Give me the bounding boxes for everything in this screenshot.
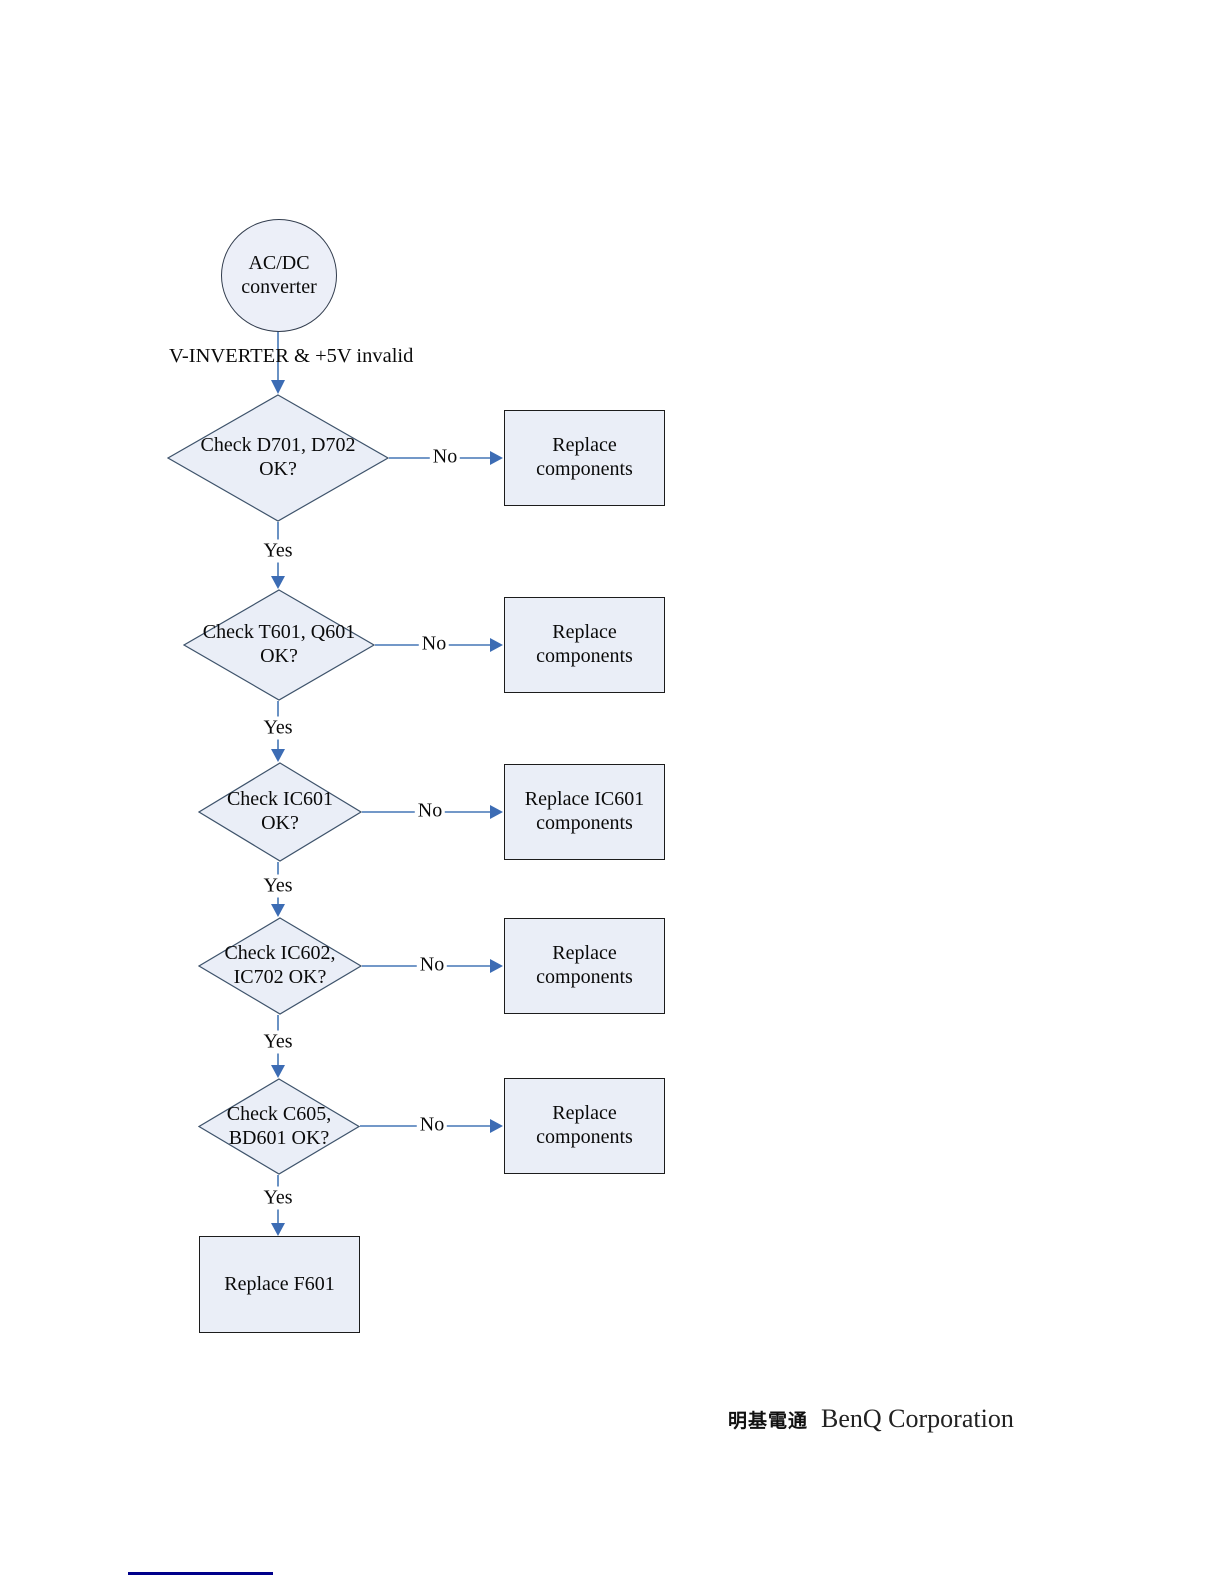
action-replace-components-1: Replace components: [504, 410, 665, 506]
action-label: Replace components: [536, 942, 633, 988]
start-node-label: AC/DC converter: [222, 220, 336, 331]
yes-label-4: Yes: [260, 1030, 296, 1054]
decision-label: Check C605, BD601 OK?: [226, 1102, 332, 1149]
yes-label-2: Yes: [260, 716, 296, 740]
no-label-4: No: [416, 953, 448, 977]
start-node: AC/DC converter: [221, 219, 337, 332]
action-label: Replace components: [536, 434, 633, 480]
decision-check-c605-bd601: Check C605, BD601 OK?: [198, 1078, 360, 1175]
start-line-2: converter: [241, 275, 317, 298]
yes-label-3: Yes: [260, 874, 296, 898]
start-line-1: AC/DC: [248, 251, 310, 274]
final-action-label: Replace F601: [224, 1272, 335, 1295]
decision-check-ic602-ic702: Check IC602, IC702 OK?: [198, 917, 362, 1015]
action-replace-ic601: Replace IC601 components: [504, 764, 665, 860]
decision-label: Check IC602, IC702 OK?: [224, 942, 336, 988]
no-label-2: No: [418, 632, 450, 656]
action-replace-components-2: Replace components: [504, 597, 665, 693]
decision-label: Check IC601 OK?: [226, 788, 334, 834]
final-action-replace-f601: Replace F601: [199, 1236, 360, 1333]
benq-logo: 明基電通 BenQ Corporation: [728, 1404, 1014, 1434]
no-label-3: No: [414, 799, 446, 823]
no-label-1: No: [429, 445, 461, 469]
entry-condition-label: V-INVERTER & +5V invalid: [169, 345, 414, 367]
decision-label: Check D701, D702 OK?: [200, 434, 356, 480]
action-replace-components-4: Replace components: [504, 918, 665, 1014]
yes-label-1: Yes: [260, 539, 296, 563]
footer-underline: [128, 1572, 273, 1575]
decision-label: Check T601, Q601 OK?: [202, 621, 356, 667]
action-label: Replace components: [536, 1102, 633, 1148]
yes-label-5: Yes: [260, 1186, 296, 1210]
no-label-5: No: [416, 1113, 448, 1137]
action-label: Replace components: [536, 621, 633, 667]
decision-check-d701-d702: Check D701, D702 OK?: [167, 394, 389, 522]
action-label: Replace IC601 components: [524, 788, 645, 834]
benq-logo-name: BenQ Corporation: [821, 1404, 1014, 1433]
decision-check-t601-q601: Check T601, Q601 OK?: [183, 589, 375, 701]
arrowhead-icons: [271, 380, 503, 1236]
benq-logo-cjk-text: 明基電通: [728, 1410, 809, 1432]
decision-check-ic601: Check IC601 OK?: [198, 762, 362, 862]
action-replace-components-5: Replace components: [504, 1078, 665, 1174]
